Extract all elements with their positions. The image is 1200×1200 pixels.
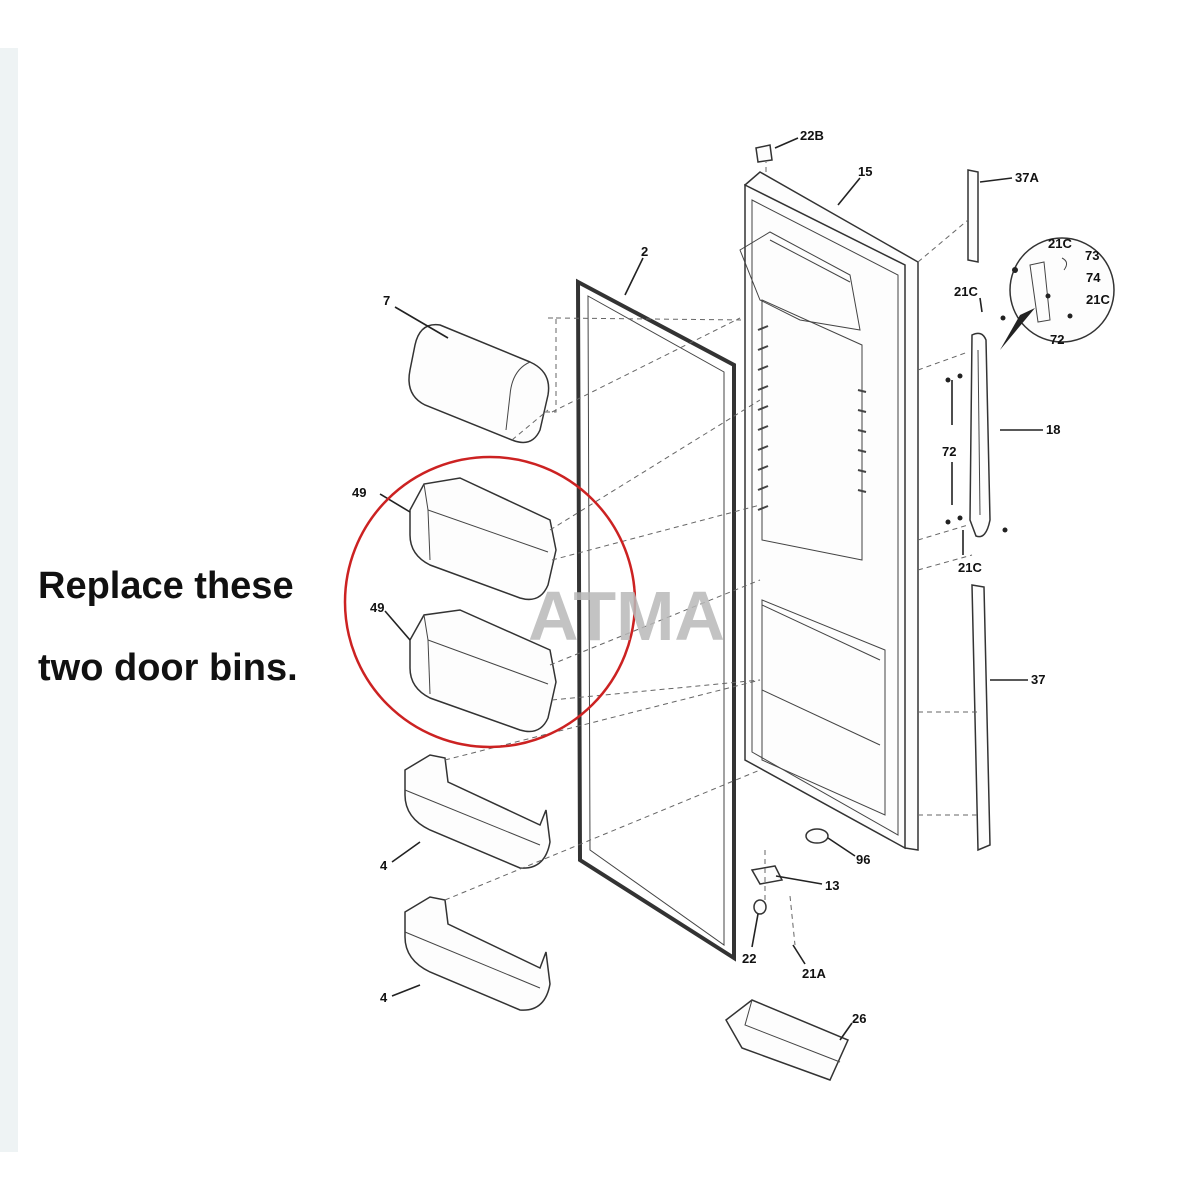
door-bin-49-upper xyxy=(409,477,557,601)
dairy-door-part-7 xyxy=(408,323,550,444)
callout-7: 7 xyxy=(383,293,390,308)
note-line-2: two door bins. xyxy=(38,647,298,689)
callout-73: 73 xyxy=(1085,248,1099,263)
door-liner-shelf-rails xyxy=(757,325,867,511)
door-bin-4-lower xyxy=(404,896,551,1011)
note-line-1: Replace these xyxy=(38,565,294,607)
callout-22B: 22B xyxy=(800,128,824,143)
door-liner xyxy=(739,171,919,851)
callout-21C-bottom: 21C xyxy=(958,560,982,575)
callout-72-detail: 72 xyxy=(1050,332,1064,347)
callout-21C-left: 21C xyxy=(954,284,978,299)
callout-18: 18 xyxy=(1046,422,1060,437)
callout-96: 96 xyxy=(856,852,870,867)
callout-21A: 21A xyxy=(802,966,826,981)
callout-37A: 37A xyxy=(1015,170,1039,185)
door-gasket xyxy=(575,278,736,962)
callout-4-upper: 4 xyxy=(380,858,388,873)
watermark-text: ATMA xyxy=(528,577,725,655)
leader-lines xyxy=(379,137,1043,1041)
callout-49-upper: 49 xyxy=(352,485,366,500)
left-edge-strip xyxy=(0,48,18,1152)
callout-22: 22 xyxy=(742,951,756,966)
callout-2: 2 xyxy=(641,244,648,259)
callout-74: 74 xyxy=(1086,270,1101,285)
callout-37: 37 xyxy=(1031,672,1045,687)
alignment-lines xyxy=(444,162,978,901)
callout-26: 26 xyxy=(852,1011,866,1026)
highlight-circle xyxy=(343,455,637,749)
callout-49-lower: 49 xyxy=(370,600,384,615)
callout-15: 15 xyxy=(858,164,872,179)
callout-21C-top: 21C xyxy=(1048,236,1072,251)
callout-21C-right: 21C xyxy=(1086,292,1110,307)
door-bin-4-upper xyxy=(404,754,551,869)
small-parts xyxy=(725,144,850,1081)
callout-72-side: 72 xyxy=(942,444,956,459)
handle-assembly xyxy=(945,169,1115,852)
callout-13: 13 xyxy=(825,878,839,893)
callout-4-lower: 4 xyxy=(380,990,388,1005)
door-bin-49-lower xyxy=(409,609,557,733)
